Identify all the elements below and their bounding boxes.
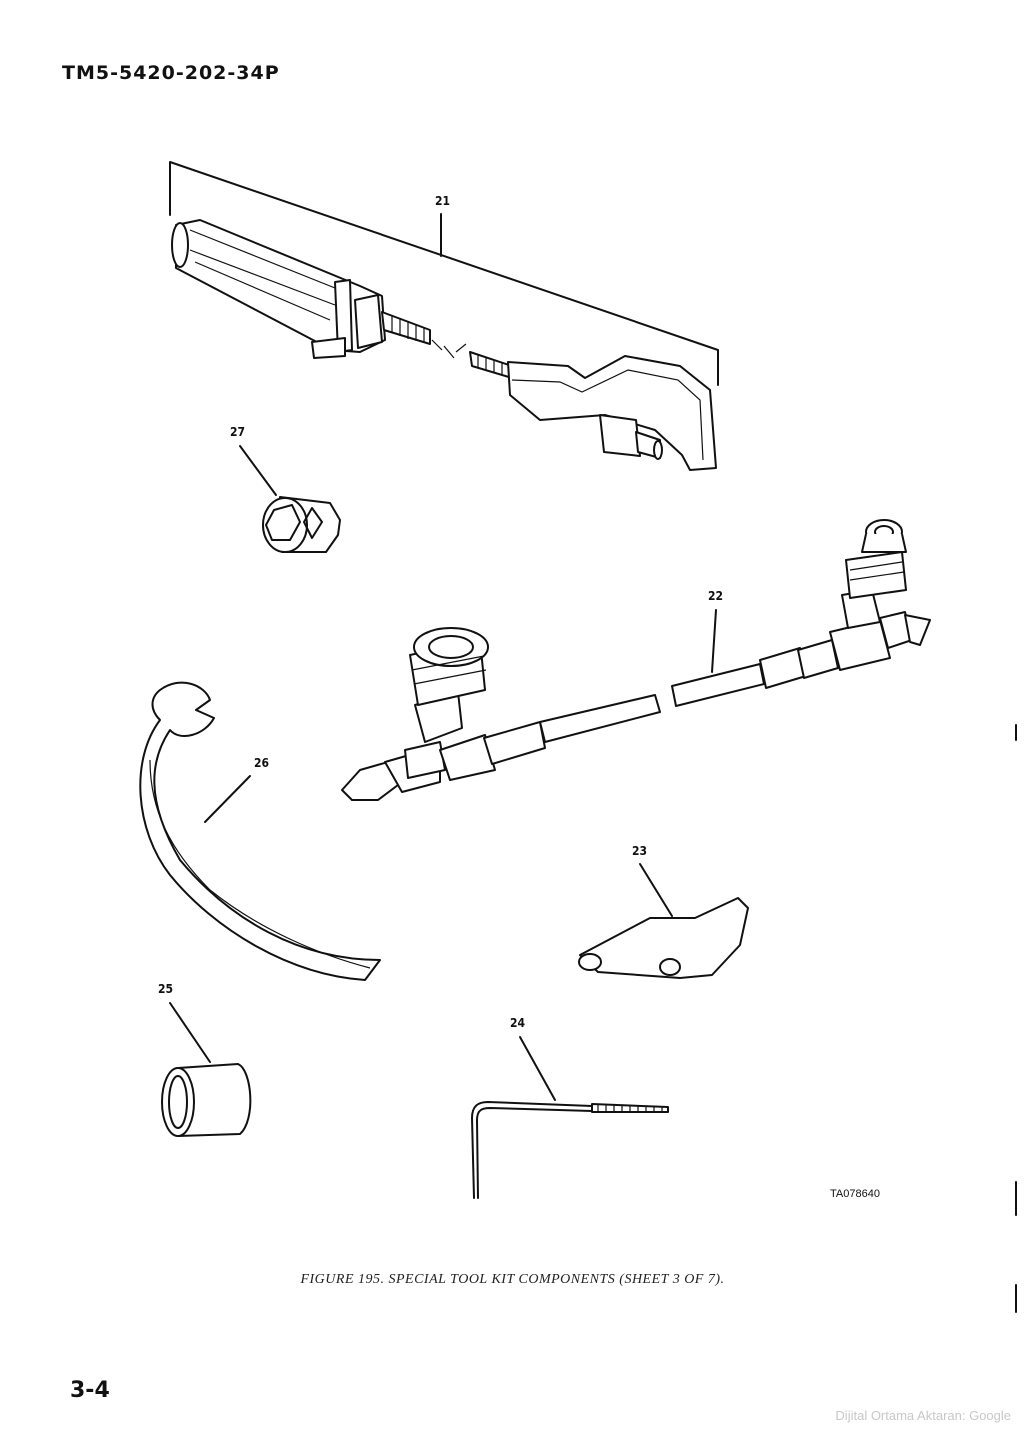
leader-26 xyxy=(204,775,251,823)
figure-ref-code: TA078640 xyxy=(830,1188,880,1200)
leader-25 xyxy=(169,1002,211,1063)
callout-25: 25 xyxy=(158,982,173,996)
puller-body-drawing xyxy=(171,219,467,359)
wrench-drawing xyxy=(139,681,381,981)
callout-24: 24 xyxy=(510,1016,526,1030)
puller-yoke-drawing xyxy=(469,351,717,471)
document-id: TM5-5420-202-34P xyxy=(62,62,280,84)
sleeve-drawing xyxy=(161,1063,252,1137)
leader-23 xyxy=(639,863,673,917)
hex-key-drawing xyxy=(471,1101,669,1199)
callout-26: 26 xyxy=(254,756,269,770)
figure-caption: FIGURE 195. SPECIAL TOOL KIT COMPONENTS … xyxy=(300,1272,725,1287)
callout-22: 22 xyxy=(708,589,723,603)
item-21-bracket xyxy=(169,161,719,386)
page-number: 3-4 xyxy=(70,1378,110,1403)
scan-watermark: Dijital Ortama Aktaran: Google xyxy=(835,1408,1011,1423)
leader-24 xyxy=(519,1036,556,1101)
leader-27 xyxy=(239,445,277,496)
socket-drawing xyxy=(262,496,341,553)
callout-23: 23 xyxy=(632,844,647,858)
callout-27: 27 xyxy=(230,425,245,439)
hose-assembly-drawing xyxy=(341,519,931,801)
leader-22 xyxy=(711,609,717,673)
callout-21: 21 xyxy=(435,194,450,208)
plate-drawing xyxy=(578,897,749,979)
